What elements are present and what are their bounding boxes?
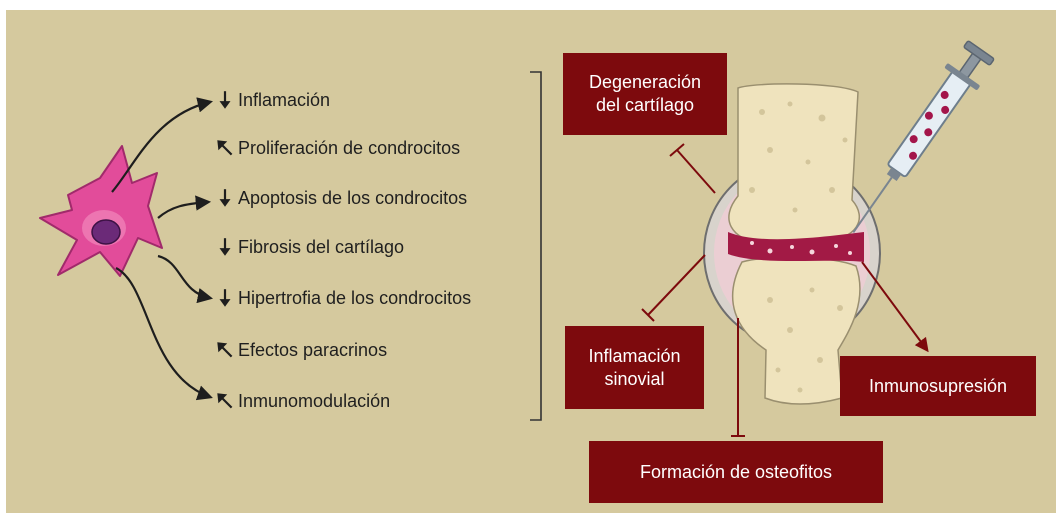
- effect-item-hipertrofia: Hipertrofia de los condrocitos: [214, 283, 471, 313]
- arrow-down-icon: [219, 91, 231, 109]
- box-immunosuppression: Inmunosupresión: [840, 356, 1036, 416]
- effect-item-paracrinos: Efectos paracrinos: [214, 335, 387, 365]
- cell-nucleus: [91, 219, 121, 245]
- effect-label: Fibrosis del cartílago: [238, 236, 405, 257]
- effect-item-fibrosis: Fibrosis del cartílago: [214, 232, 404, 262]
- syringe-icon: [852, 40, 995, 233]
- arrow-up-left-icon: [217, 342, 233, 358]
- effect-label: Proliferación de condrocitos: [238, 137, 461, 158]
- effect-item-apoptosis: Apoptosis de los condrocitos: [214, 183, 467, 213]
- effect-label: Inflamación: [238, 89, 331, 110]
- arrow-down-icon: [219, 189, 231, 207]
- arrow-down-icon: [219, 289, 231, 307]
- effect-label: Hipertrofia de los condrocitos: [238, 287, 472, 308]
- box-line: Formación de osteofitos: [639, 461, 833, 482]
- diagram-panel: [6, 10, 1056, 513]
- box-line: del cartílago: [595, 95, 695, 115]
- effect-label: Inmunomodulación: [238, 390, 391, 411]
- effect-label: Efectos paracrinos: [238, 339, 388, 360]
- box-synovial-inflammation: Inflamación sinovial: [565, 326, 704, 409]
- effect-label: Apoptosis de los condrocitos: [238, 187, 468, 208]
- synovium-layer: [728, 232, 864, 262]
- effect-item-proliferacion: Proliferación de condrocitos: [214, 133, 460, 163]
- box-line: Inflamación: [588, 345, 681, 366]
- box-line: Degeneración: [588, 72, 702, 92]
- arrow-up-left-icon: [217, 140, 233, 156]
- effect-item-inflamacion: Inflamación: [214, 85, 330, 115]
- arrow-up-left-icon: [217, 393, 233, 409]
- connectors: [641, 143, 929, 437]
- box-osteophyte-formation: Formación de osteofitos: [589, 441, 883, 503]
- box-cartilage-degeneration: Degeneración del cartílago: [563, 53, 727, 135]
- box-line: sinovial: [604, 368, 665, 389]
- cell-arrows: [111, 97, 214, 401]
- stem-cell-illustration: [39, 145, 163, 277]
- knee-joint-illustration: [703, 83, 881, 405]
- femur-bone: [728, 83, 861, 246]
- effect-item-inmunomodulacion: Inmunomodulación: [214, 386, 390, 416]
- effects-bracket: [530, 71, 542, 421]
- box-line: Inmunosupresión: [868, 375, 1008, 396]
- arrow-down-icon: [219, 238, 231, 256]
